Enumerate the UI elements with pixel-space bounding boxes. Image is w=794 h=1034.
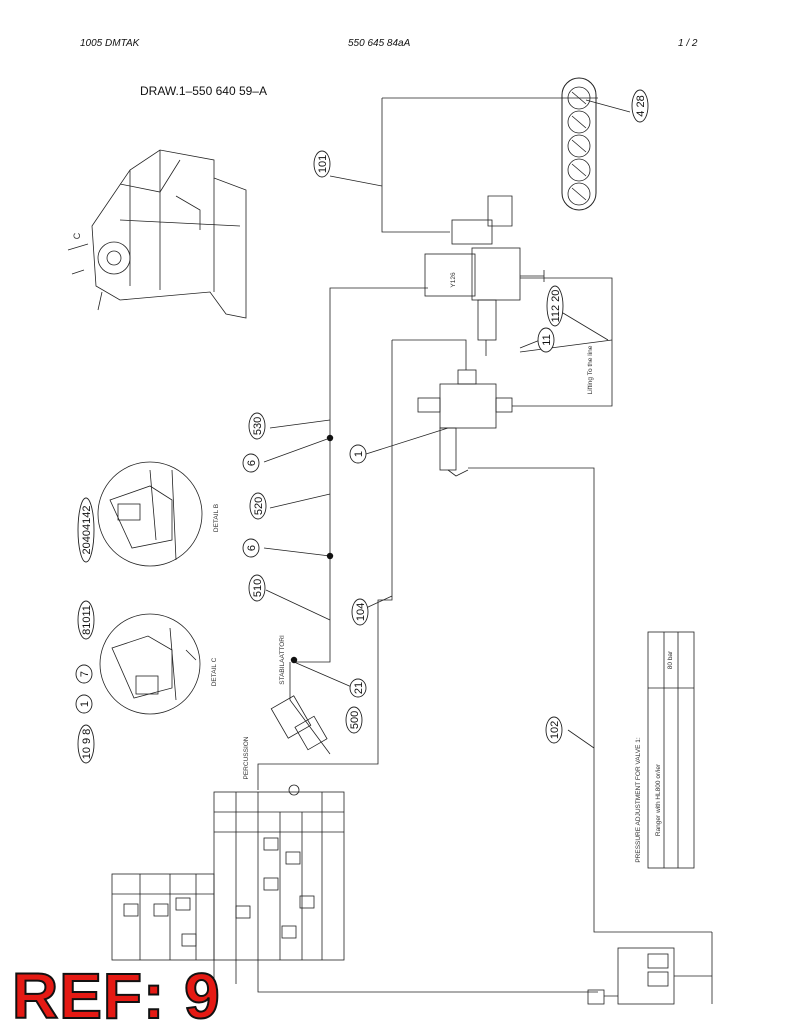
label-bar-value: 80 bar [667,650,674,669]
header-part-number: 550 645 84aA [348,38,411,49]
callout-510: 510 [252,579,264,597]
pipe-102 [468,467,712,933]
drawing-reference: DRAW.1–550 640 59–A [140,84,267,98]
callout-4-28: 4 28 [635,95,647,116]
detail-b [97,461,203,567]
callout-21: 21 [353,682,365,694]
callout-101: 101 [317,155,329,173]
gauge-panel [561,77,597,211]
stabilator [270,662,331,755]
leader-520 [269,493,331,509]
leader-510 [265,589,331,621]
label-percussion: PERCUSSION [243,736,250,779]
callout-1: 1 [353,451,365,457]
leader-104 [365,595,393,609]
leader-1 [365,427,449,455]
label-pressure-title: PRESSURE ADJUSTMENT FOR VALVE 1: [635,737,642,863]
junction-dots [290,434,334,664]
leader-112 [557,309,609,341]
leader-21 [293,661,355,689]
label-range-text: Ranger with HL800 or/ier [655,763,662,836]
pressure-table [647,631,695,869]
label-lifting-line: Lifting To the line [587,345,594,394]
header-page-number: 1 / 2 [678,38,698,49]
callout-10-9-8: 10 9 8 [81,729,93,760]
callout-6b: 6 [246,545,258,551]
leader-11 [519,339,541,349]
pipe-y126-return [512,277,613,407]
label-detail-c: DETAIL C [211,657,218,686]
leader-6b [263,547,331,557]
callout-1b: 1 [79,701,91,707]
header-model: 1005 DMTAK [80,38,140,49]
hydraulic-schematic [111,784,598,993]
pipe-11 [519,339,613,353]
label-y126: Y126 [450,272,457,288]
leader-428 [585,99,631,113]
valve-y126 [424,195,545,356]
callout-11: 11 [541,334,553,345]
pipe-104-top [392,339,467,370]
label-c: C [72,232,82,239]
valve-1 [417,369,513,477]
callout-6a: 6 [246,460,258,466]
machine-sketch [67,149,247,319]
callout-102: 102 [549,721,561,739]
pipe-104 [257,340,393,790]
pipe-main-left [294,287,428,663]
callout-7: 7 [79,671,91,677]
label-detail-b: DETAIL B [213,504,220,532]
label-stabilaattori: STABILAATTORI [279,635,286,685]
ref-stamp: REF: 9 [11,960,221,1032]
callout-104: 104 [355,603,367,621]
callout-81011: 81011 [81,605,93,635]
pipe-101-vertical [381,98,450,233]
leader-102 [567,729,595,749]
callout-20404142: 20404142 [81,506,93,555]
leader-530 [269,419,331,429]
callout-500: 500 [349,711,361,729]
detail-c [99,613,201,715]
pump-block [587,932,713,1005]
leader-6a [263,437,331,463]
callout-530: 530 [252,417,264,435]
callout-520: 520 [253,497,265,515]
leader-101 [329,175,383,187]
callout-112-20: 112 20 [550,290,562,323]
